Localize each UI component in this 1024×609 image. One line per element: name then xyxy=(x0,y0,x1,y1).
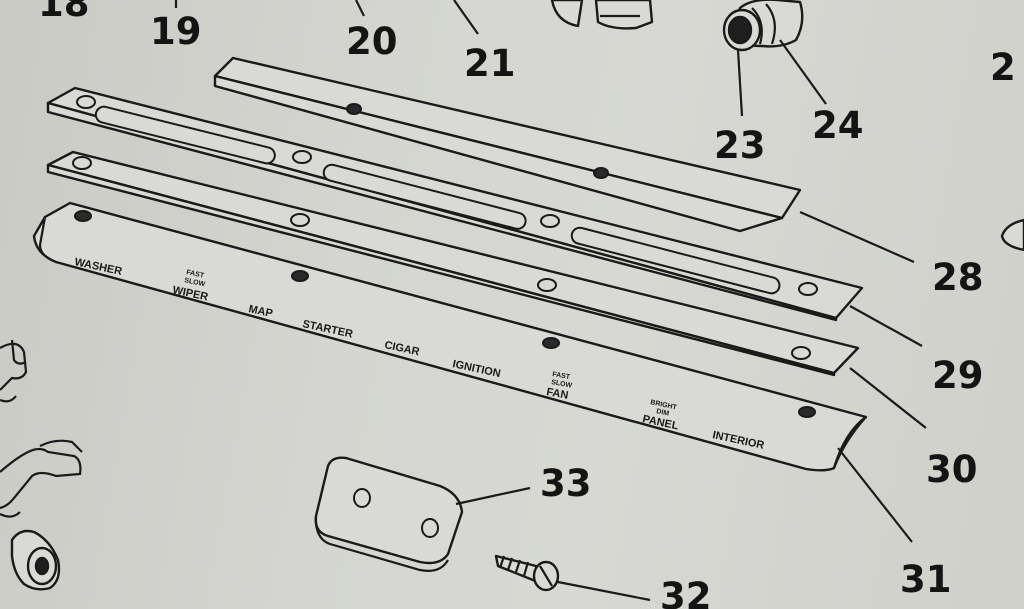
leader-28 xyxy=(799,210,915,264)
callout-2: 2 xyxy=(990,46,1016,89)
leader-lines xyxy=(174,0,927,602)
leader-23 xyxy=(736,49,744,117)
callout-20: 20 xyxy=(346,20,398,63)
callout-33: 33 xyxy=(540,462,592,505)
part-left-grommet xyxy=(10,529,61,591)
part-30-thin-strip xyxy=(46,150,860,377)
part-left-clip-upper xyxy=(0,339,28,403)
callout-23: 23 xyxy=(714,124,766,167)
leader-32 xyxy=(557,580,651,602)
callout-28: 28 xyxy=(932,256,984,299)
panel-label-fan-slow: SLOW xyxy=(551,379,573,390)
panel-label-panel-dim: DIM xyxy=(656,408,670,418)
callout-19: 19 xyxy=(150,10,202,53)
leader-31 xyxy=(837,447,913,543)
panel-label-fan-fast: FAST xyxy=(552,371,572,381)
panel-label-wiper-fast: FAST xyxy=(186,269,206,280)
callout-18: 18 xyxy=(38,0,90,25)
part-top-center-bracket xyxy=(550,0,654,30)
panel-label-map: MAP xyxy=(247,303,273,320)
callout-30: 30 xyxy=(926,448,978,491)
part-right-washer xyxy=(1000,218,1024,252)
leader-21 xyxy=(453,0,479,35)
callout-32: 32 xyxy=(660,575,712,609)
leader-24 xyxy=(779,39,827,105)
panel-label-wiper-slow: SLOW xyxy=(184,277,206,288)
leader-20 xyxy=(355,0,365,17)
part-29-slotted-strip xyxy=(46,86,864,322)
leader-30 xyxy=(849,367,927,429)
callout-24: 24 xyxy=(812,104,864,147)
part-32-screw xyxy=(494,554,560,592)
part-33-mounting-plate xyxy=(314,456,464,572)
leader-33 xyxy=(455,486,531,506)
callout-29: 29 xyxy=(932,354,984,397)
leader-29 xyxy=(849,305,923,347)
part-23-24-knob xyxy=(722,0,804,52)
callout-31: 31 xyxy=(900,558,952,601)
panel-label-fan: FAN xyxy=(545,386,569,402)
part-left-clip-lower xyxy=(0,439,83,518)
part-28-flat-bar xyxy=(213,56,802,233)
callout-21: 21 xyxy=(464,42,516,85)
callout-numbers: 18 19 20 21 23 24 2 28 29 30 31 33 32 xyxy=(38,0,1016,609)
